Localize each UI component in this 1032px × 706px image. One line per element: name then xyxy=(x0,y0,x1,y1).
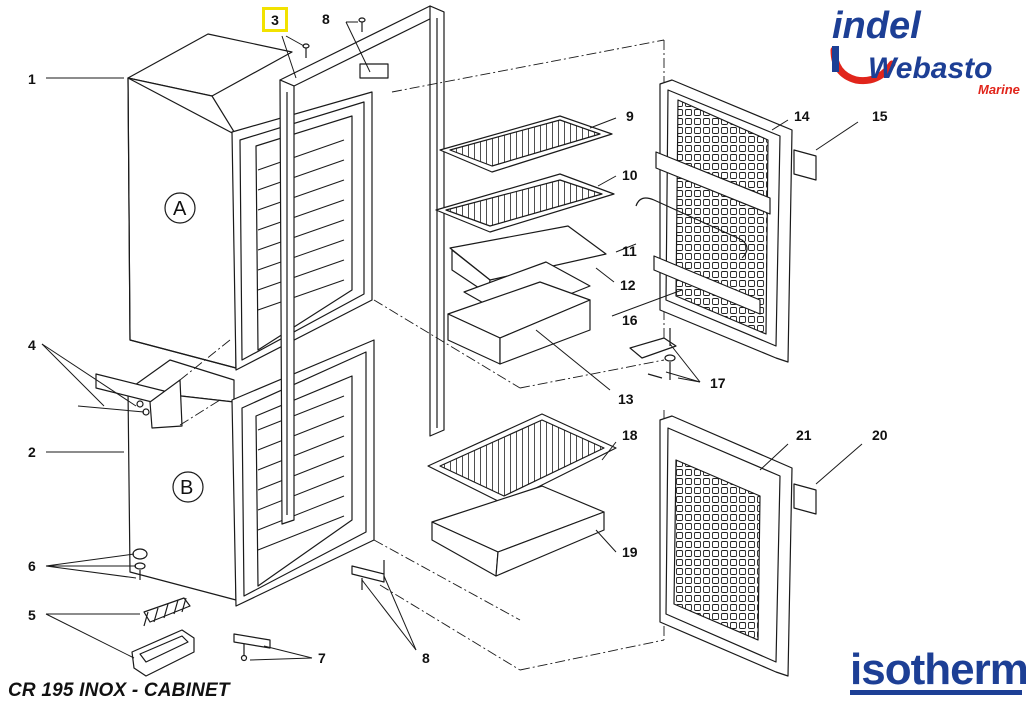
callout-21: 21 xyxy=(796,427,812,443)
part-14-door-upper xyxy=(635,79,793,363)
part-8-hinge-bottom xyxy=(351,560,385,590)
callout-2: 2 xyxy=(28,444,36,460)
callout-10: 10 xyxy=(622,167,638,183)
callout-5: 5 xyxy=(28,607,36,623)
callout-17: 17 xyxy=(710,375,726,391)
callout-3-highlight: 3 xyxy=(262,7,288,32)
part-17-hinge xyxy=(629,328,677,380)
logo-line1: indel xyxy=(832,5,922,47)
callout-18: 18 xyxy=(622,427,638,443)
section-label-b: B xyxy=(180,477,193,499)
callout-20: 20 xyxy=(872,427,888,443)
callout-8-bottom: 8 xyxy=(422,650,430,666)
part-21-door-lower xyxy=(659,415,793,677)
callout-19: 19 xyxy=(622,544,638,560)
callout-12: 12 xyxy=(620,277,636,293)
callout-7: 7 xyxy=(318,650,326,666)
callout-4: 4 xyxy=(28,337,36,353)
cabinet-b xyxy=(127,339,375,607)
part-18-shelf xyxy=(427,413,617,505)
callout-9: 9 xyxy=(626,108,634,124)
isotherm-logo: isotherm xyxy=(850,645,1026,695)
part-5-egg-tray xyxy=(131,597,195,677)
part-20-cover xyxy=(793,483,817,515)
logo-isotherm-text: isotherm xyxy=(850,645,1026,694)
callout-11: 11 xyxy=(622,243,637,259)
callout-6: 6 xyxy=(28,558,36,574)
part-7-hinge xyxy=(233,633,271,662)
face-frame xyxy=(279,5,445,525)
callout-15: 15 xyxy=(872,108,888,124)
callout-13: 13 xyxy=(618,391,634,407)
section-label-a: A xyxy=(173,198,187,220)
page-title: CR 195 INOX - CABINET xyxy=(8,680,230,701)
cabinet-a xyxy=(127,33,373,371)
callout-1: 1 xyxy=(28,71,36,87)
logo-tag: Marine xyxy=(978,82,1020,97)
part-12-tray xyxy=(449,225,607,295)
callout-8-top: 8 xyxy=(322,11,330,27)
part-19-crisper xyxy=(431,485,605,577)
part-13-crisper xyxy=(447,261,591,365)
part-15-cover xyxy=(793,149,817,181)
leader-lines xyxy=(41,21,863,661)
indel-webasto-logo: indel Webasto Marine xyxy=(830,5,1020,97)
part-6-feet xyxy=(132,548,148,580)
screws-top xyxy=(302,17,366,58)
callout-16: 16 xyxy=(622,312,638,328)
logo-line2: Webasto xyxy=(868,52,992,85)
callout-14: 14 xyxy=(794,108,810,124)
part-4-bracket xyxy=(95,373,183,429)
part-10-shelf xyxy=(435,173,615,233)
part-9-shelf xyxy=(439,115,613,173)
